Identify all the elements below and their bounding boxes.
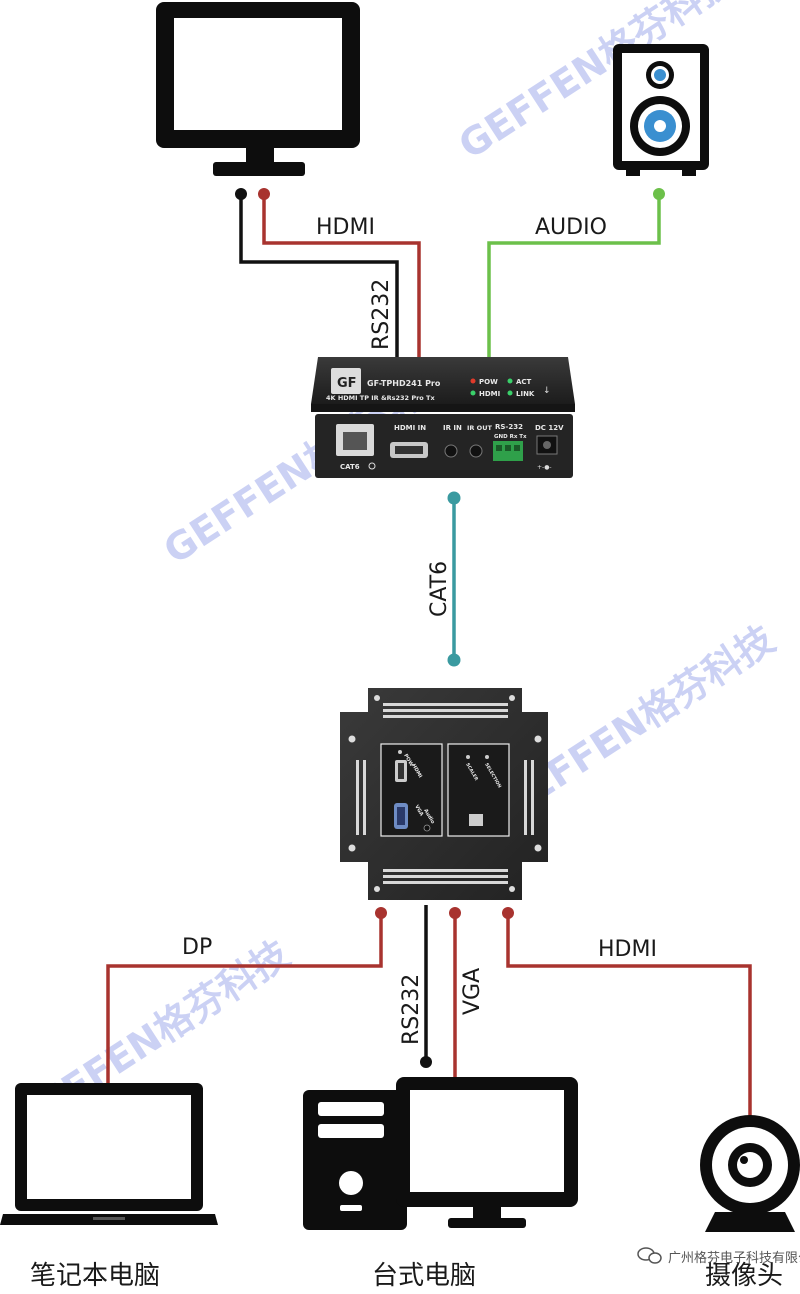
rs232-top-wire <box>235 188 399 358</box>
vga-label: VGA <box>460 968 485 1015</box>
wechat-icon <box>637 1247 662 1264</box>
wallplate-vga-label: VGA <box>413 804 424 817</box>
wallplate-receiver: POW HDMI VGA Audio SCALER SELECTION <box>340 688 548 900</box>
scaler-button-icon <box>466 755 470 759</box>
led-link-label: LINK <box>516 390 535 398</box>
act-led-icon <box>507 378 513 384</box>
cat6-indicator-icon <box>368 462 376 470</box>
cat6-label: CAT6 <box>427 561 452 617</box>
dp-label: DP <box>182 935 212 960</box>
speaker-icon <box>613 44 709 176</box>
transmitter-subtitle: 4K HDMI TP IR &Rs232 Pro Tx <box>326 394 435 402</box>
vga-wire <box>449 907 461 1078</box>
selection-button-icon <box>485 755 489 759</box>
dp-wire <box>106 907 387 1083</box>
geffen-logo <box>331 368 361 394</box>
hdmi-led-icon <box>470 390 476 396</box>
transmitter-box: GF GF-TPHD241 Pro 4K HDMI TP IR &Rs232 P… <box>311 357 575 478</box>
port-rs232-label: RS-232 <box>495 423 523 431</box>
rs232-top-label: RS232 <box>369 279 394 350</box>
rs232-bottom-wire <box>420 905 432 1068</box>
desktop-computer-icon <box>303 1077 578 1230</box>
wallplate-logo-icon <box>469 814 483 826</box>
audio-wire <box>487 188 665 358</box>
cat6-wire <box>447 491 461 667</box>
monitor-icon <box>156 2 360 176</box>
svg-text:GF: GF <box>337 376 357 391</box>
port-ir-out-label: IR OUT <box>467 424 492 432</box>
transmitter-model: GF-TPHD241 Pro <box>367 379 441 388</box>
ir-in-jack-icon <box>444 444 458 458</box>
port-rs232-pins-label: GND Rx Tx <box>494 434 527 440</box>
hdmi-top-label: HDMI <box>316 215 375 240</box>
hdmi-top-wire <box>258 188 421 358</box>
desktop-label: 台式电脑 <box>372 1261 476 1291</box>
port-ir-in-label: IR IN <box>443 424 462 432</box>
ir-sensor-icon: ↓ <box>543 386 551 396</box>
pow-led-icon <box>470 378 476 384</box>
led-hdmi-label: HDMI <box>479 390 500 398</box>
led-pow-label: POW <box>479 378 498 386</box>
svg-text:+-●-: +-●- <box>537 464 552 471</box>
hdmi-bottom-wire <box>502 907 752 1122</box>
link-led-icon <box>507 390 513 396</box>
wallplate-audio-jack-icon <box>423 824 431 832</box>
hdmi-bottom-label: HDMI <box>598 937 657 962</box>
laptop-icon <box>0 1083 218 1225</box>
laptop-label: 笔记本电脑 <box>30 1261 160 1291</box>
port-hdmi-in-label: HDMI IN <box>394 424 426 432</box>
rs232-bottom-label: RS232 <box>399 974 424 1045</box>
webcam-icon <box>700 1115 800 1232</box>
port-cat6-label: CAT6 <box>340 463 360 471</box>
led-act-label: ACT <box>516 378 532 386</box>
company-credit: 广州格芬电子科技有限公司 <box>668 1250 800 1266</box>
audio-label: AUDIO <box>535 215 607 240</box>
wallplate-pow-led-icon <box>398 750 402 754</box>
camera-label: 摄像头 <box>705 1261 783 1291</box>
port-dc-label: DC 12V <box>535 424 564 432</box>
ir-out-jack-icon <box>469 444 483 458</box>
